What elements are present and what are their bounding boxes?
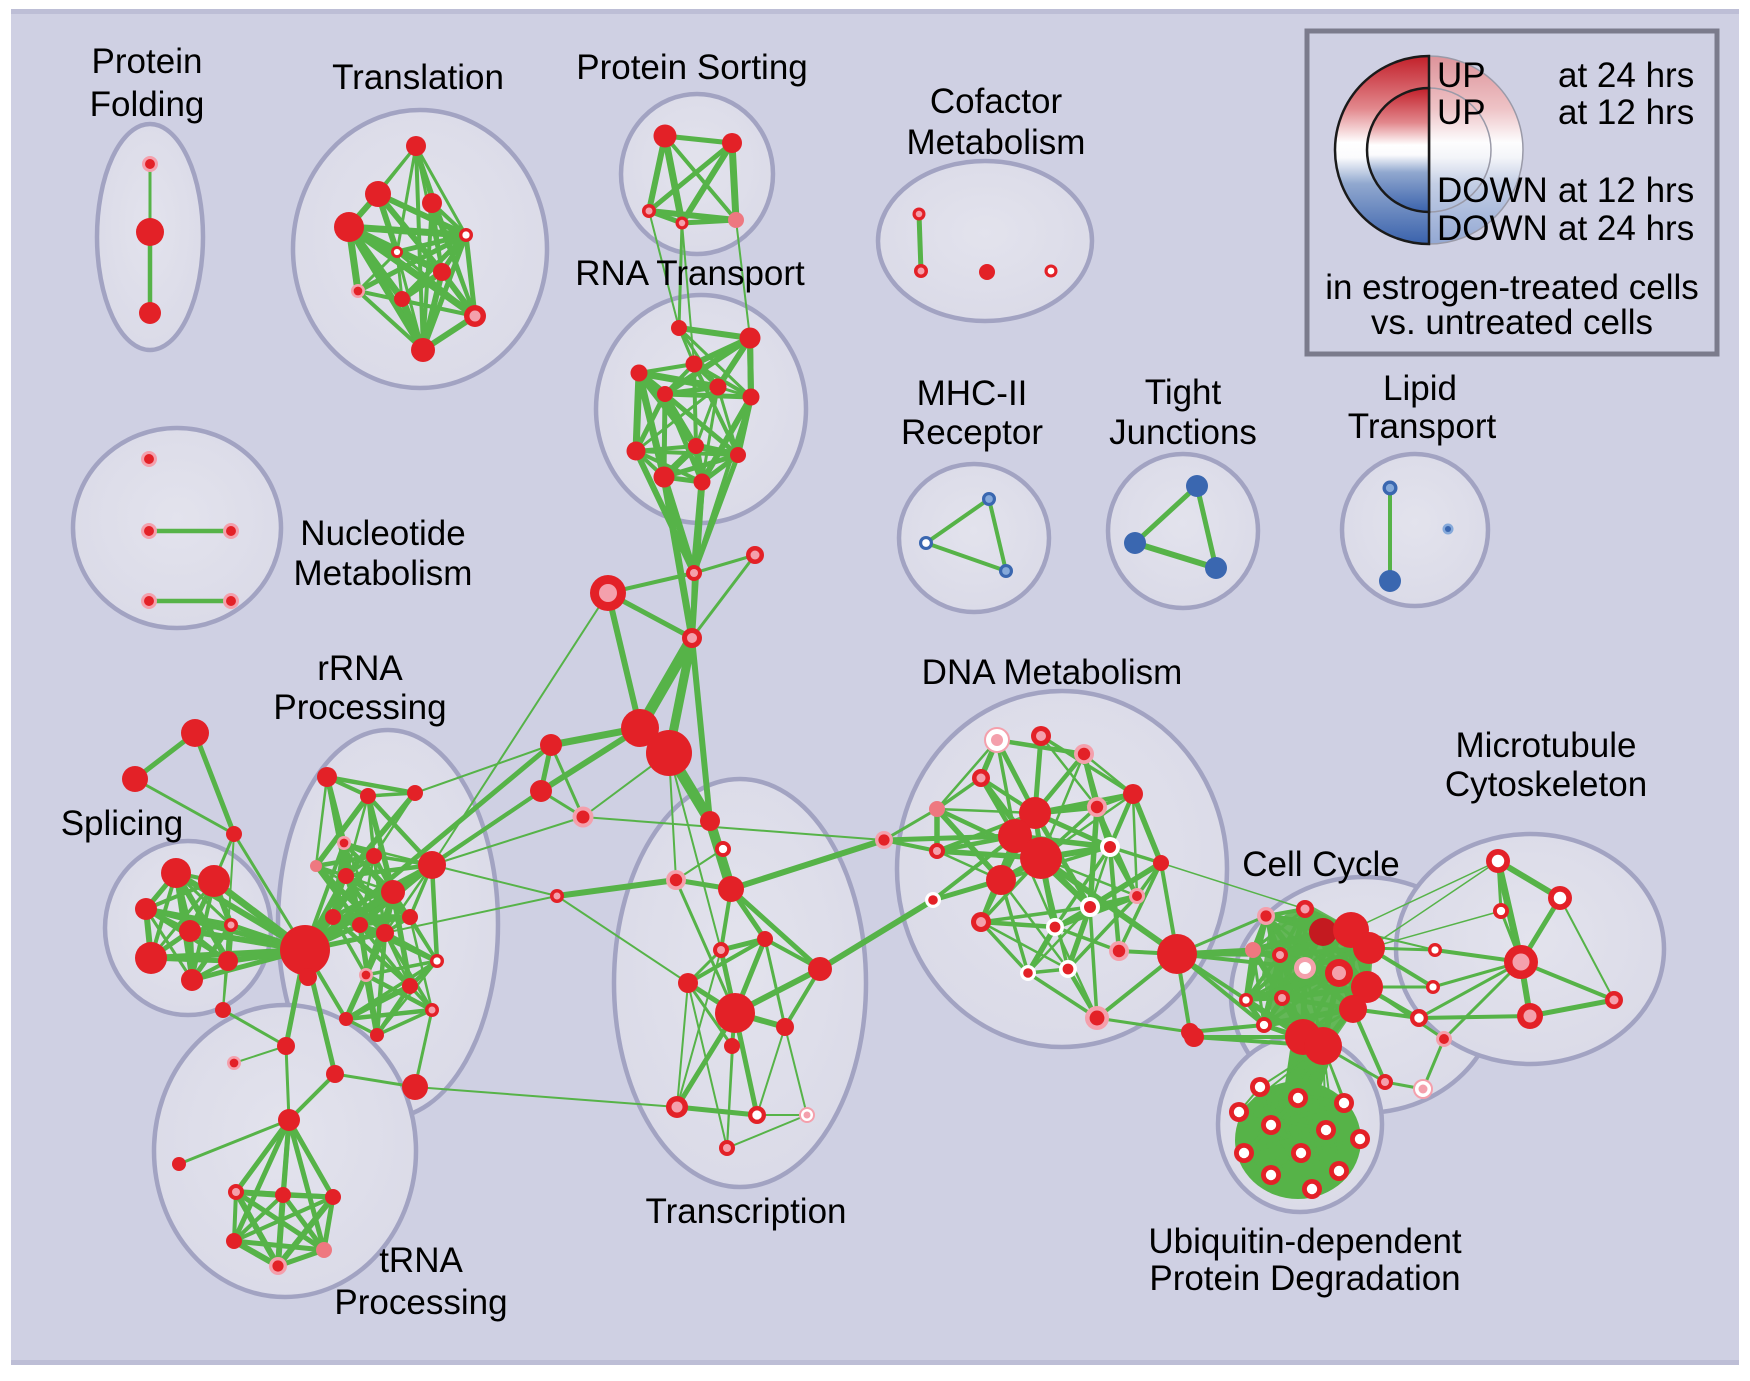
- svg-text:MHC-II: MHC-II: [917, 374, 1028, 413]
- svg-text:Junctions: Junctions: [1109, 413, 1257, 452]
- svg-text:Splicing: Splicing: [61, 804, 184, 843]
- svg-text:Lipid: Lipid: [1383, 369, 1457, 408]
- svg-text:DNA Metabolism: DNA Metabolism: [922, 653, 1183, 692]
- svg-text:Protein: Protein: [92, 42, 203, 81]
- svg-text:at 12 hrs: at 12 hrs: [1558, 93, 1694, 132]
- svg-text:Processing: Processing: [334, 1283, 507, 1322]
- svg-text:at 24 hrs: at 24 hrs: [1558, 56, 1694, 95]
- svg-text:Microtubule: Microtubule: [1456, 726, 1637, 765]
- svg-text:at 24 hrs: at 24 hrs: [1558, 209, 1694, 248]
- svg-text:Tight: Tight: [1145, 373, 1222, 412]
- svg-text:DOWN: DOWN: [1437, 171, 1548, 210]
- svg-text:Ubiquitin-dependent: Ubiquitin-dependent: [1148, 1222, 1462, 1261]
- svg-text:RNA Transport: RNA Transport: [575, 254, 805, 293]
- svg-text:Protein Sorting: Protein Sorting: [576, 48, 808, 87]
- svg-text:Processing: Processing: [273, 688, 446, 727]
- svg-text:at 12 hrs: at 12 hrs: [1558, 171, 1694, 210]
- svg-text:Nucleotide: Nucleotide: [300, 514, 465, 553]
- svg-text:Folding: Folding: [90, 85, 205, 124]
- svg-text:rRNA: rRNA: [317, 649, 403, 688]
- svg-text:Protein Degradation: Protein Degradation: [1149, 1259, 1460, 1298]
- svg-text:tRNA: tRNA: [379, 1241, 463, 1280]
- svg-text:in estrogen-treated cells: in estrogen-treated cells: [1325, 268, 1699, 307]
- svg-text:DOWN: DOWN: [1437, 209, 1548, 248]
- svg-text:UP: UP: [1437, 56, 1486, 95]
- svg-text:UP: UP: [1437, 93, 1486, 132]
- svg-text:Receptor: Receptor: [901, 413, 1043, 452]
- svg-text:Transcription: Transcription: [646, 1192, 847, 1231]
- svg-text:Cofactor: Cofactor: [930, 82, 1063, 121]
- svg-text:Translation: Translation: [332, 58, 504, 97]
- svg-text:Cytoskeleton: Cytoskeleton: [1445, 765, 1647, 804]
- svg-text:Metabolism: Metabolism: [294, 554, 473, 593]
- svg-text:Transport: Transport: [1348, 407, 1497, 446]
- svg-text:vs. untreated cells: vs. untreated cells: [1371, 303, 1653, 342]
- svg-text:Metabolism: Metabolism: [907, 123, 1086, 162]
- svg-text:Cell Cycle: Cell Cycle: [1242, 845, 1400, 884]
